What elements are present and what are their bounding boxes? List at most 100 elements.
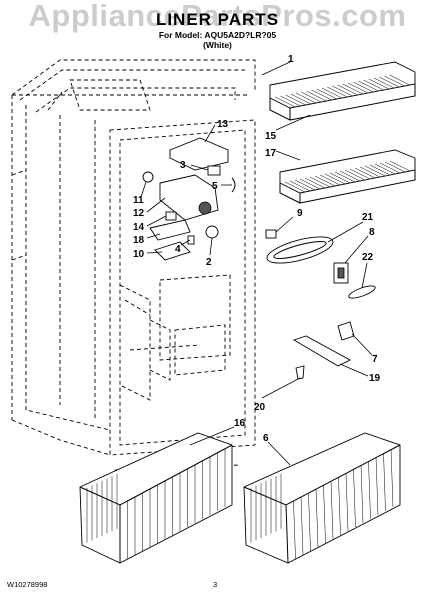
wire-basket-right xyxy=(243,432,401,564)
wire-rod xyxy=(301,91,322,103)
wire-rod xyxy=(349,168,371,180)
wire-rod xyxy=(368,78,389,90)
wire-rod xyxy=(373,77,395,89)
small-bracket-block xyxy=(207,165,221,176)
wire-rod xyxy=(316,88,337,100)
clip xyxy=(231,177,236,193)
callout-18: 18 xyxy=(133,235,145,246)
wire-rod xyxy=(374,163,396,175)
wire-rod xyxy=(379,76,400,88)
wire-shelf-lower xyxy=(279,149,416,204)
connector-plug xyxy=(265,229,277,239)
model-line: For Model: AQU5A2D?LR?05 xyxy=(158,30,277,40)
wire-rod xyxy=(353,468,356,528)
wire-basket-left xyxy=(79,432,233,564)
wire-rod xyxy=(300,496,304,556)
evaporator-cover-bracket xyxy=(169,137,229,171)
wire-rod xyxy=(363,79,384,91)
wire-rod xyxy=(314,175,336,187)
wire-rod xyxy=(360,464,364,524)
wire-rod xyxy=(384,161,406,173)
screw xyxy=(295,365,305,380)
wire-rod xyxy=(294,179,316,191)
wire-rod xyxy=(295,92,317,104)
wire-rod xyxy=(321,87,343,99)
wire-rod xyxy=(339,170,361,182)
callout-4: 4 xyxy=(175,244,181,255)
wire-rod xyxy=(389,74,410,86)
wire-rod xyxy=(358,80,379,92)
wire-rod xyxy=(375,456,379,516)
wire-rod xyxy=(342,83,363,95)
wire-rod xyxy=(334,171,356,183)
part-code: W10278998 xyxy=(7,580,48,589)
screw-small xyxy=(187,235,195,245)
callout-1: 1 xyxy=(288,54,294,65)
wire-rod xyxy=(311,89,332,101)
callout-15: 15 xyxy=(265,131,277,142)
wire-rod xyxy=(309,176,331,188)
callout-labels: 1 15 17 13 3 5 11 12 14 18 10 4 2 9 21 8… xyxy=(133,54,381,444)
callout-8: 8 xyxy=(369,227,375,238)
wire-rod xyxy=(315,488,319,548)
wire-rod xyxy=(289,180,311,192)
wire-rod xyxy=(275,96,296,108)
wire-rod xyxy=(368,460,371,520)
callout-19: 19 xyxy=(369,373,381,384)
wire-rod xyxy=(353,81,374,93)
freezer-liner xyxy=(11,59,256,471)
wire-rod xyxy=(344,169,366,181)
wire-rod xyxy=(327,86,348,98)
callout-5: 5 xyxy=(212,181,218,192)
callout-22: 22 xyxy=(362,252,374,263)
shelf-stop-cap xyxy=(337,321,355,341)
thermostat-cover xyxy=(149,219,191,241)
wire-rod xyxy=(332,85,353,97)
wire-rod xyxy=(379,162,401,174)
wire-shelf-upper xyxy=(269,61,416,121)
light-lens xyxy=(154,241,191,261)
callout-20: 20 xyxy=(254,402,266,413)
callout-3: 3 xyxy=(180,160,186,171)
sensor xyxy=(165,211,177,221)
wire-rod xyxy=(338,476,341,536)
basket-support-bracket xyxy=(292,335,351,367)
callout-16: 16 xyxy=(234,418,246,429)
callout-14: 14 xyxy=(133,222,145,233)
wire-rod xyxy=(384,75,405,87)
wire-rod xyxy=(345,472,349,532)
wire-rod xyxy=(323,484,326,544)
wire-rod xyxy=(330,480,334,540)
page-number: 3 xyxy=(213,580,218,589)
callout-6: 6 xyxy=(263,433,269,444)
callout-9: 9 xyxy=(297,208,303,219)
callout-12: 12 xyxy=(133,208,145,219)
callout-2: 2 xyxy=(206,257,212,268)
wire-rod xyxy=(290,93,311,105)
wire-rod xyxy=(324,173,346,185)
wire-rod xyxy=(293,500,296,560)
wire-rod xyxy=(389,160,411,172)
callout-11: 11 xyxy=(133,195,144,206)
wire-rod xyxy=(299,178,321,190)
callout-21: 21 xyxy=(362,212,374,223)
wire-rod xyxy=(304,177,326,189)
wire-rod xyxy=(359,166,381,178)
color-line: (White) xyxy=(203,40,232,50)
grommet xyxy=(142,171,154,183)
leader-lines xyxy=(140,61,373,466)
control-knob xyxy=(198,201,212,215)
callout-10: 10 xyxy=(133,249,145,260)
wire-rod xyxy=(390,448,394,508)
wire-rod xyxy=(347,82,369,94)
small-lens xyxy=(348,285,376,299)
wire-rod xyxy=(284,181,306,193)
wire-rod xyxy=(319,174,341,186)
callout-17: 17 xyxy=(265,148,277,159)
wire-rod xyxy=(364,165,386,177)
wire-rod xyxy=(280,95,301,107)
wire-rod xyxy=(354,167,376,179)
wire-rod xyxy=(337,84,358,96)
wire-rod xyxy=(369,164,391,176)
